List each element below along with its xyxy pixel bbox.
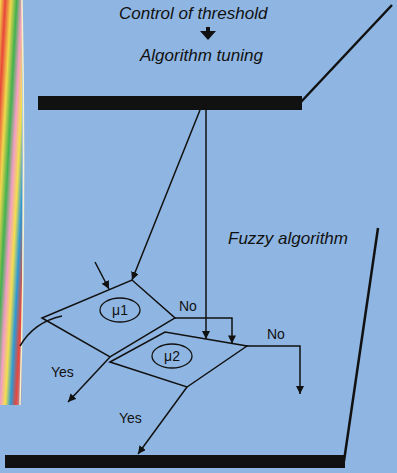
membership-label: μ2 xyxy=(164,348,180,365)
edge-label-holder: No xyxy=(178,298,198,315)
plane-title: Fuzzy algorithm xyxy=(228,229,348,249)
decision-diamond: μ1 xyxy=(42,280,175,357)
label-holder: Yes xyxy=(50,364,75,381)
branch-label: Yes xyxy=(118,410,143,427)
flow-connector xyxy=(175,318,232,343)
plane-edge-bar xyxy=(38,96,302,110)
decision-diamond: μ2 xyxy=(110,332,250,388)
diamond-outline xyxy=(42,280,175,357)
no-arrow xyxy=(247,346,300,394)
control-label: Control of threshold xyxy=(118,4,268,24)
tuning-plane: Algorithm tuning xyxy=(30,40,397,112)
label-holder: No xyxy=(266,326,286,343)
input-curve xyxy=(20,316,62,346)
algorithm-plane: Fuzzy algorithm μ1 μ2 xyxy=(0,225,392,473)
yes-arrow xyxy=(138,387,187,454)
membership-ellipse xyxy=(152,344,192,368)
label-holder: Yes xyxy=(118,410,143,427)
diamond-outline xyxy=(110,332,250,388)
flow-connector xyxy=(205,110,207,339)
plane-title: Algorithm tuning xyxy=(140,46,263,66)
branch-label: No xyxy=(266,326,286,343)
input-arrow xyxy=(95,262,109,289)
membership-label: μ1 xyxy=(112,302,128,319)
plane-side-line xyxy=(344,228,378,461)
flow-connector xyxy=(132,110,200,280)
plane-side-line xyxy=(300,5,392,103)
branch-label: No xyxy=(178,298,198,315)
branch-label: Yes xyxy=(50,364,75,381)
diamond-shape xyxy=(42,280,175,357)
diamond-shape xyxy=(110,332,247,387)
control-arrow xyxy=(200,27,216,40)
membership-ellipse xyxy=(100,298,140,322)
plane-outline xyxy=(0,225,392,473)
label-holder: Control of threshold xyxy=(118,4,268,24)
plane-edge-bar xyxy=(5,455,345,468)
rainbow-strip xyxy=(0,0,22,405)
